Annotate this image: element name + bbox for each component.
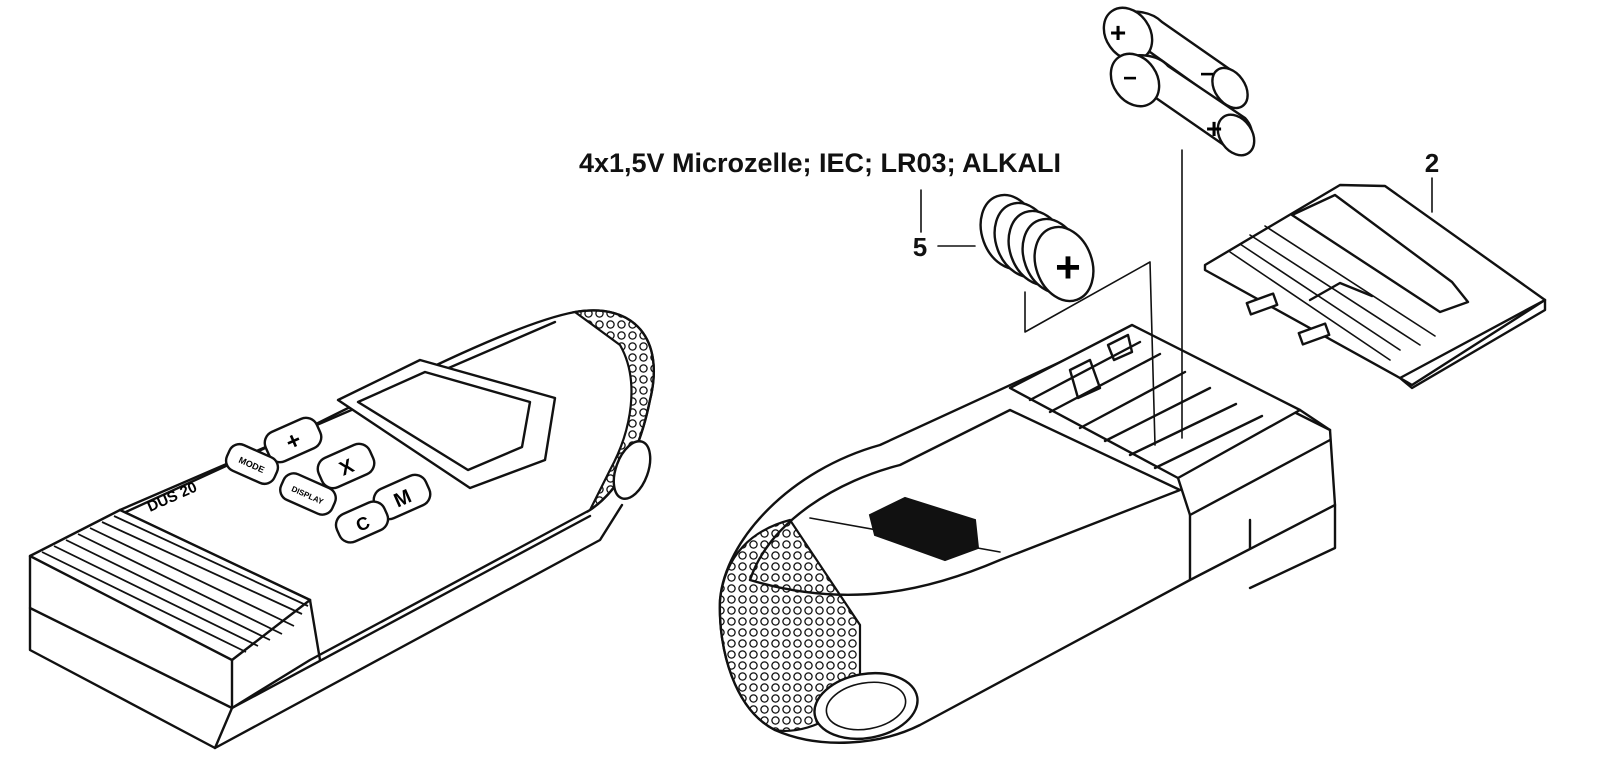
battery-compartment xyxy=(1008,323,1332,517)
ribbed-end-cap xyxy=(28,508,322,710)
aa-battery-lower: − + xyxy=(1109,52,1256,157)
battery-minus-lower: − xyxy=(1123,65,1137,92)
battery-minus-upper: − xyxy=(1200,61,1214,88)
battery-set-plus: + xyxy=(1055,243,1081,292)
x-button[interactable]: X xyxy=(314,440,378,492)
callout-2-label: 2 xyxy=(1425,148,1439,178)
keypad: + MODE X DISPLAY M C xyxy=(223,414,432,547)
side-sensor-lens xyxy=(612,440,652,500)
rear-lens xyxy=(813,672,919,740)
lcd-screen xyxy=(356,370,532,472)
battery-set: + xyxy=(979,193,1095,303)
device-back-view xyxy=(718,323,1337,744)
battery-plus-upper: + xyxy=(1110,17,1126,48)
rear-sensor-window xyxy=(868,496,980,562)
plus-button[interactable]: + xyxy=(261,414,325,466)
callout-5-label: 5 xyxy=(913,232,927,262)
battery-spec-label: 4x1,5V Microzelle; IEC; LR03; ALKALI xyxy=(579,148,1061,178)
c-button[interactable]: C xyxy=(332,498,392,547)
device-front-view: DUS 20 + MODE X DISPLAY M xyxy=(28,309,655,750)
battery-plus-lower: + xyxy=(1206,113,1222,144)
display-button[interactable]: DISPLAY xyxy=(277,470,340,518)
battery-cover[interactable] xyxy=(1203,183,1547,390)
mode-button[interactable]: MODE xyxy=(223,441,282,488)
